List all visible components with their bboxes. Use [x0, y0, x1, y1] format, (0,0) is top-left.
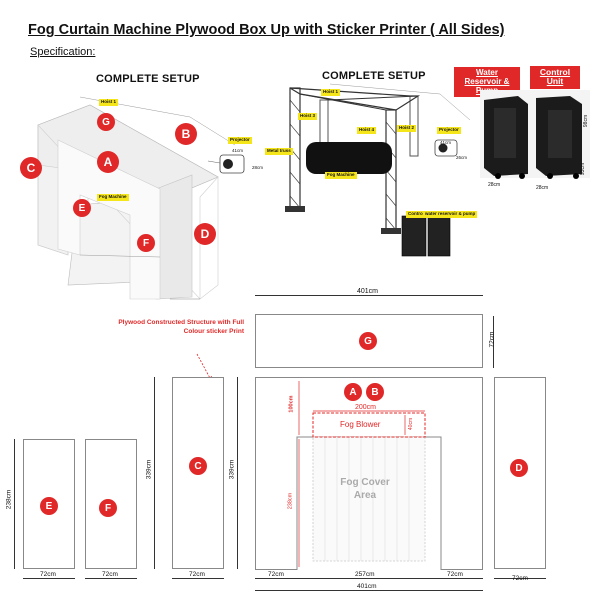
label-f-left: F: [137, 234, 155, 252]
label-a: A: [344, 383, 362, 401]
dim-left-leg: 72cm: [268, 571, 284, 578]
dim-line-arch-bottom: [255, 578, 483, 579]
page-title: Fog Curtain Machine Plywood Box Up with …: [28, 22, 505, 38]
tag-metal-truss: Metal truss: [265, 148, 293, 155]
tag-hoist1-right: Hoist 1: [321, 89, 341, 96]
tag-water-reservoir: water reservoir & pump: [423, 211, 478, 218]
dim-line-d-width: [494, 578, 546, 579]
label-c: C: [189, 457, 207, 475]
tag-projector-left: Projector: [228, 137, 252, 144]
label-b-left: B: [175, 123, 197, 145]
label-a-left: A: [97, 151, 119, 173]
dim-d-width: 72cm: [512, 575, 528, 582]
dim-c-width: 72cm: [189, 571, 205, 578]
dim-e-width: 72cm: [40, 571, 56, 578]
dim-water-h: 98cm: [583, 114, 590, 128]
tag-hoist4: Hoist 4: [357, 127, 377, 134]
dim-right-leg: 72cm: [447, 571, 463, 578]
label-d-left: D: [194, 223, 216, 245]
dim-total-w: 401cm: [357, 583, 377, 590]
dim-opening-w: 257cm: [355, 571, 375, 578]
dim-line-e-width: [23, 578, 75, 579]
dim-ab-height: 339cm: [228, 459, 236, 480]
dim-opening-h: 238cm: [287, 492, 294, 510]
dim-proj-w-left: 41cm: [232, 148, 244, 153]
dim-blower-h: 40cm: [408, 417, 415, 431]
label-b: B: [366, 383, 384, 401]
dim-inner-width: 200cm: [355, 404, 377, 411]
tag-hoist3: Hoist 3: [298, 113, 318, 120]
label-e-left: E: [73, 199, 91, 217]
right-setup-title: COMPLETE SETUP: [322, 70, 426, 82]
dim-g-width: 401cm: [357, 288, 379, 295]
panel-a-b: [255, 377, 483, 570]
truss-structure: [285, 83, 471, 257]
label-d: D: [510, 459, 528, 477]
label-e: E: [40, 497, 58, 515]
tag-hoist1-left: Hoist 1: [99, 99, 119, 106]
dim-f-width: 72cm: [102, 571, 118, 578]
tag-hoist2: Hoist 2: [397, 125, 417, 132]
left-setup-title: COMPLETE SETUP: [96, 73, 200, 85]
control-unit-box: Control Unit: [530, 66, 580, 89]
dim-line-f-width: [85, 578, 137, 579]
dim-line-c-height: [154, 377, 155, 569]
dim-proj-w-right: 41cm: [440, 140, 452, 145]
dim-top-height: 100cm: [288, 395, 295, 413]
tag-control-unit: Control Unit: [406, 211, 436, 218]
dim-control-w: 28cm: [536, 185, 549, 191]
label-g: G: [359, 332, 377, 350]
tag-fog-machine-right: Fog Machine: [325, 172, 357, 179]
cabinet-pictures: [480, 90, 590, 179]
dim-line-arch-total: [255, 590, 483, 591]
plywood-annotation: Plywood Constructed Structure with Full …: [118, 319, 244, 335]
tag-projector-right: Projector: [437, 127, 461, 134]
label-f: F: [99, 499, 117, 517]
dim-proj-h-left: 28cm: [252, 165, 264, 170]
dim-e-height: 238cm: [5, 489, 13, 510]
specification-label: Specification:: [30, 46, 96, 58]
fog-cover-label: Fog Cover Area: [340, 477, 390, 501]
dim-line-ab-height: [237, 377, 238, 569]
dim-g-height: 72cm: [488, 331, 496, 348]
left-3d-structure: [37, 96, 245, 300]
dim-line-g-height: [493, 316, 494, 368]
tag-fog-machine-left: Fog Machine: [97, 194, 129, 201]
label-c-left: C: [20, 157, 42, 179]
label-g-left: G: [97, 113, 115, 131]
dim-line-e-height: [14, 439, 15, 569]
dim-water-w: 28cm: [488, 182, 501, 188]
dim-c-height: 339cm: [145, 459, 153, 480]
dim-line-c-width: [172, 578, 224, 579]
fog-blower-label: Fog Blower: [340, 420, 381, 429]
dim-control-h: 93cm: [580, 162, 587, 176]
dim-line-g-width: [255, 295, 483, 296]
dim-proj-d-right: 26cm: [456, 155, 468, 160]
